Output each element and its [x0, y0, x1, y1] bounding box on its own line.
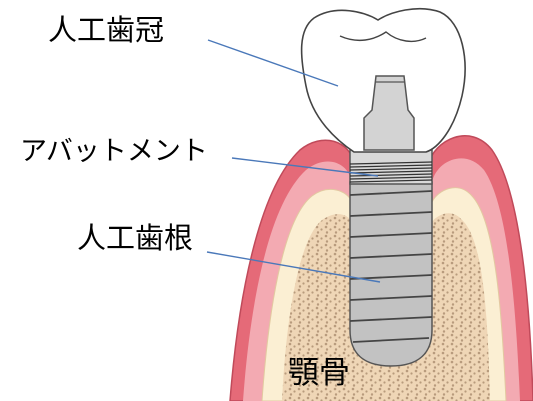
fixture-body	[350, 182, 432, 366]
label-fixture: 人工歯根	[77, 224, 193, 253]
label-abutment: アバットメント	[20, 138, 208, 165]
abutment-collar	[350, 150, 432, 184]
label-crown: 人工歯冠	[48, 16, 164, 45]
label-bone: 顎骨	[288, 358, 350, 389]
